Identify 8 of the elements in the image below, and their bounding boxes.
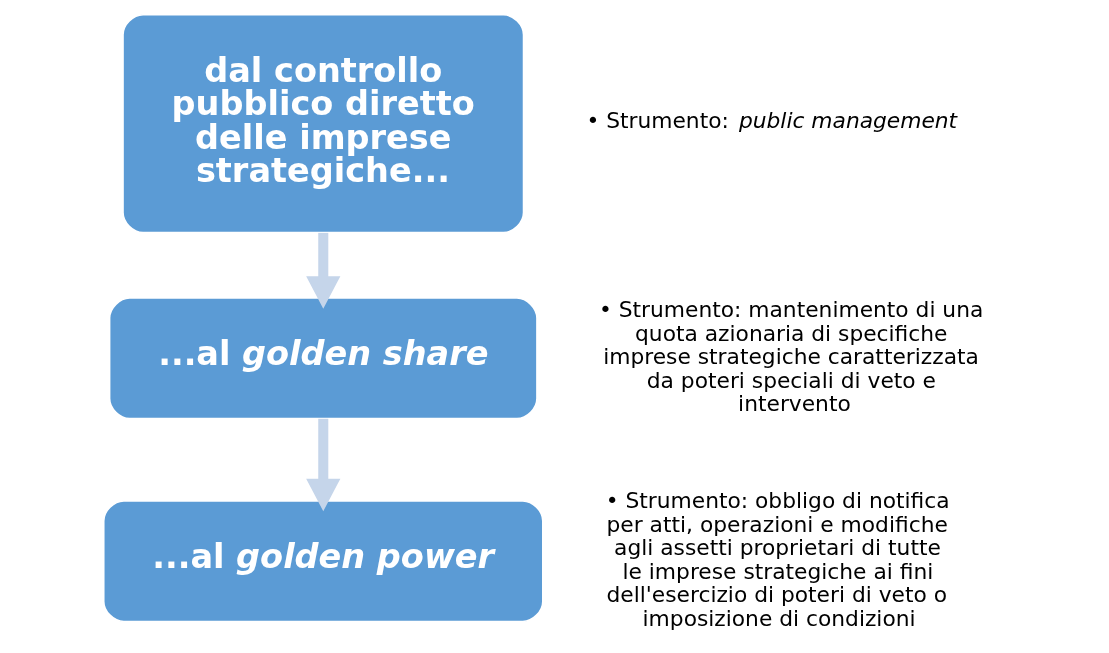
node-box: ...al golden power [102, 500, 544, 623]
node-box: ...al golden share [108, 297, 538, 420]
node-label: • Strumento: public management [585, 107, 957, 133]
arrow [305, 418, 340, 512]
node-box: dal controllo pubblico diretto delle imprese strategiche... [121, 13, 524, 234]
node-label: • Strumento: obbligo di notifica per atti, operazioni e modifiche agli assetti proprietari di tutte le imprese strategiche ai fini dell'esercizio di poteri di veto o imposizione di condizioni [605, 488, 950, 631]
arrow [305, 232, 340, 309]
node-label: • Strumento: mantenimento di una quota azionaria di specifiche imprese strategiche caratterizzata da poteri speciali di veto e intervento [598, 297, 983, 416]
